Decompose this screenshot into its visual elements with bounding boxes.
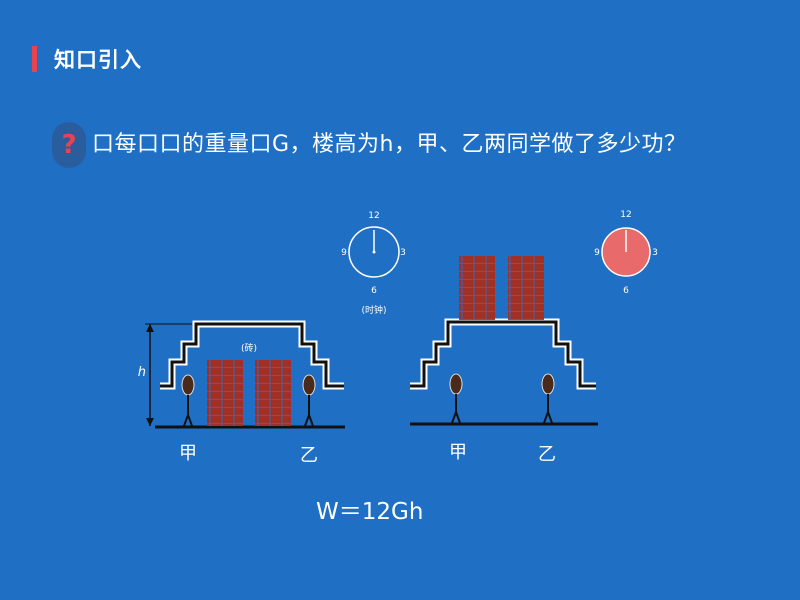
clock-right-6: 6 [623,286,629,296]
height-label: h [138,365,146,380]
question-text: 口每口口的重量口G，楼高为h，甲、乙两同学做了多少功？ [92,132,687,157]
person-icon [302,374,316,427]
person-icon [449,373,463,424]
clock-left-9: 9 [341,248,347,258]
building-right: 甲 乙 [410,256,598,465]
brick-stack [207,360,243,426]
person-b-label: 乙 [300,445,318,466]
question-mark-glyph: ? [61,130,77,160]
person-a-label-right: 甲 [449,442,467,463]
clock-right-9: 9 [594,248,600,258]
clock-left-6: 6 [371,286,377,296]
clock-right-3: 3 [652,248,658,258]
question-mark-icon: ? [52,122,86,168]
clock-left-12: 12 [368,211,379,221]
brick-stack [255,360,291,426]
person-b-label-right: 乙 [538,444,556,465]
clock-left-caption: (时钟) [361,304,386,316]
person-a-label: 甲 [179,443,197,464]
clock-left-3: 3 [400,248,406,258]
section-title: 知口引入 [54,48,142,72]
work-formula: W＝12Gh [316,499,424,525]
person-icon [541,373,555,424]
clock-left: 12 3 6 9 (时钟) [341,211,406,316]
clock-right-12: 12 [620,210,631,220]
building-left: (砖) h 甲 乙 [138,320,345,466]
clock-right: 12 3 6 9 [594,210,658,296]
brick-stack [508,256,544,320]
title-accent-bar [32,46,37,72]
brick-stack [459,256,495,320]
person-icon [181,374,195,427]
brick-caption: (砖) [241,342,257,354]
